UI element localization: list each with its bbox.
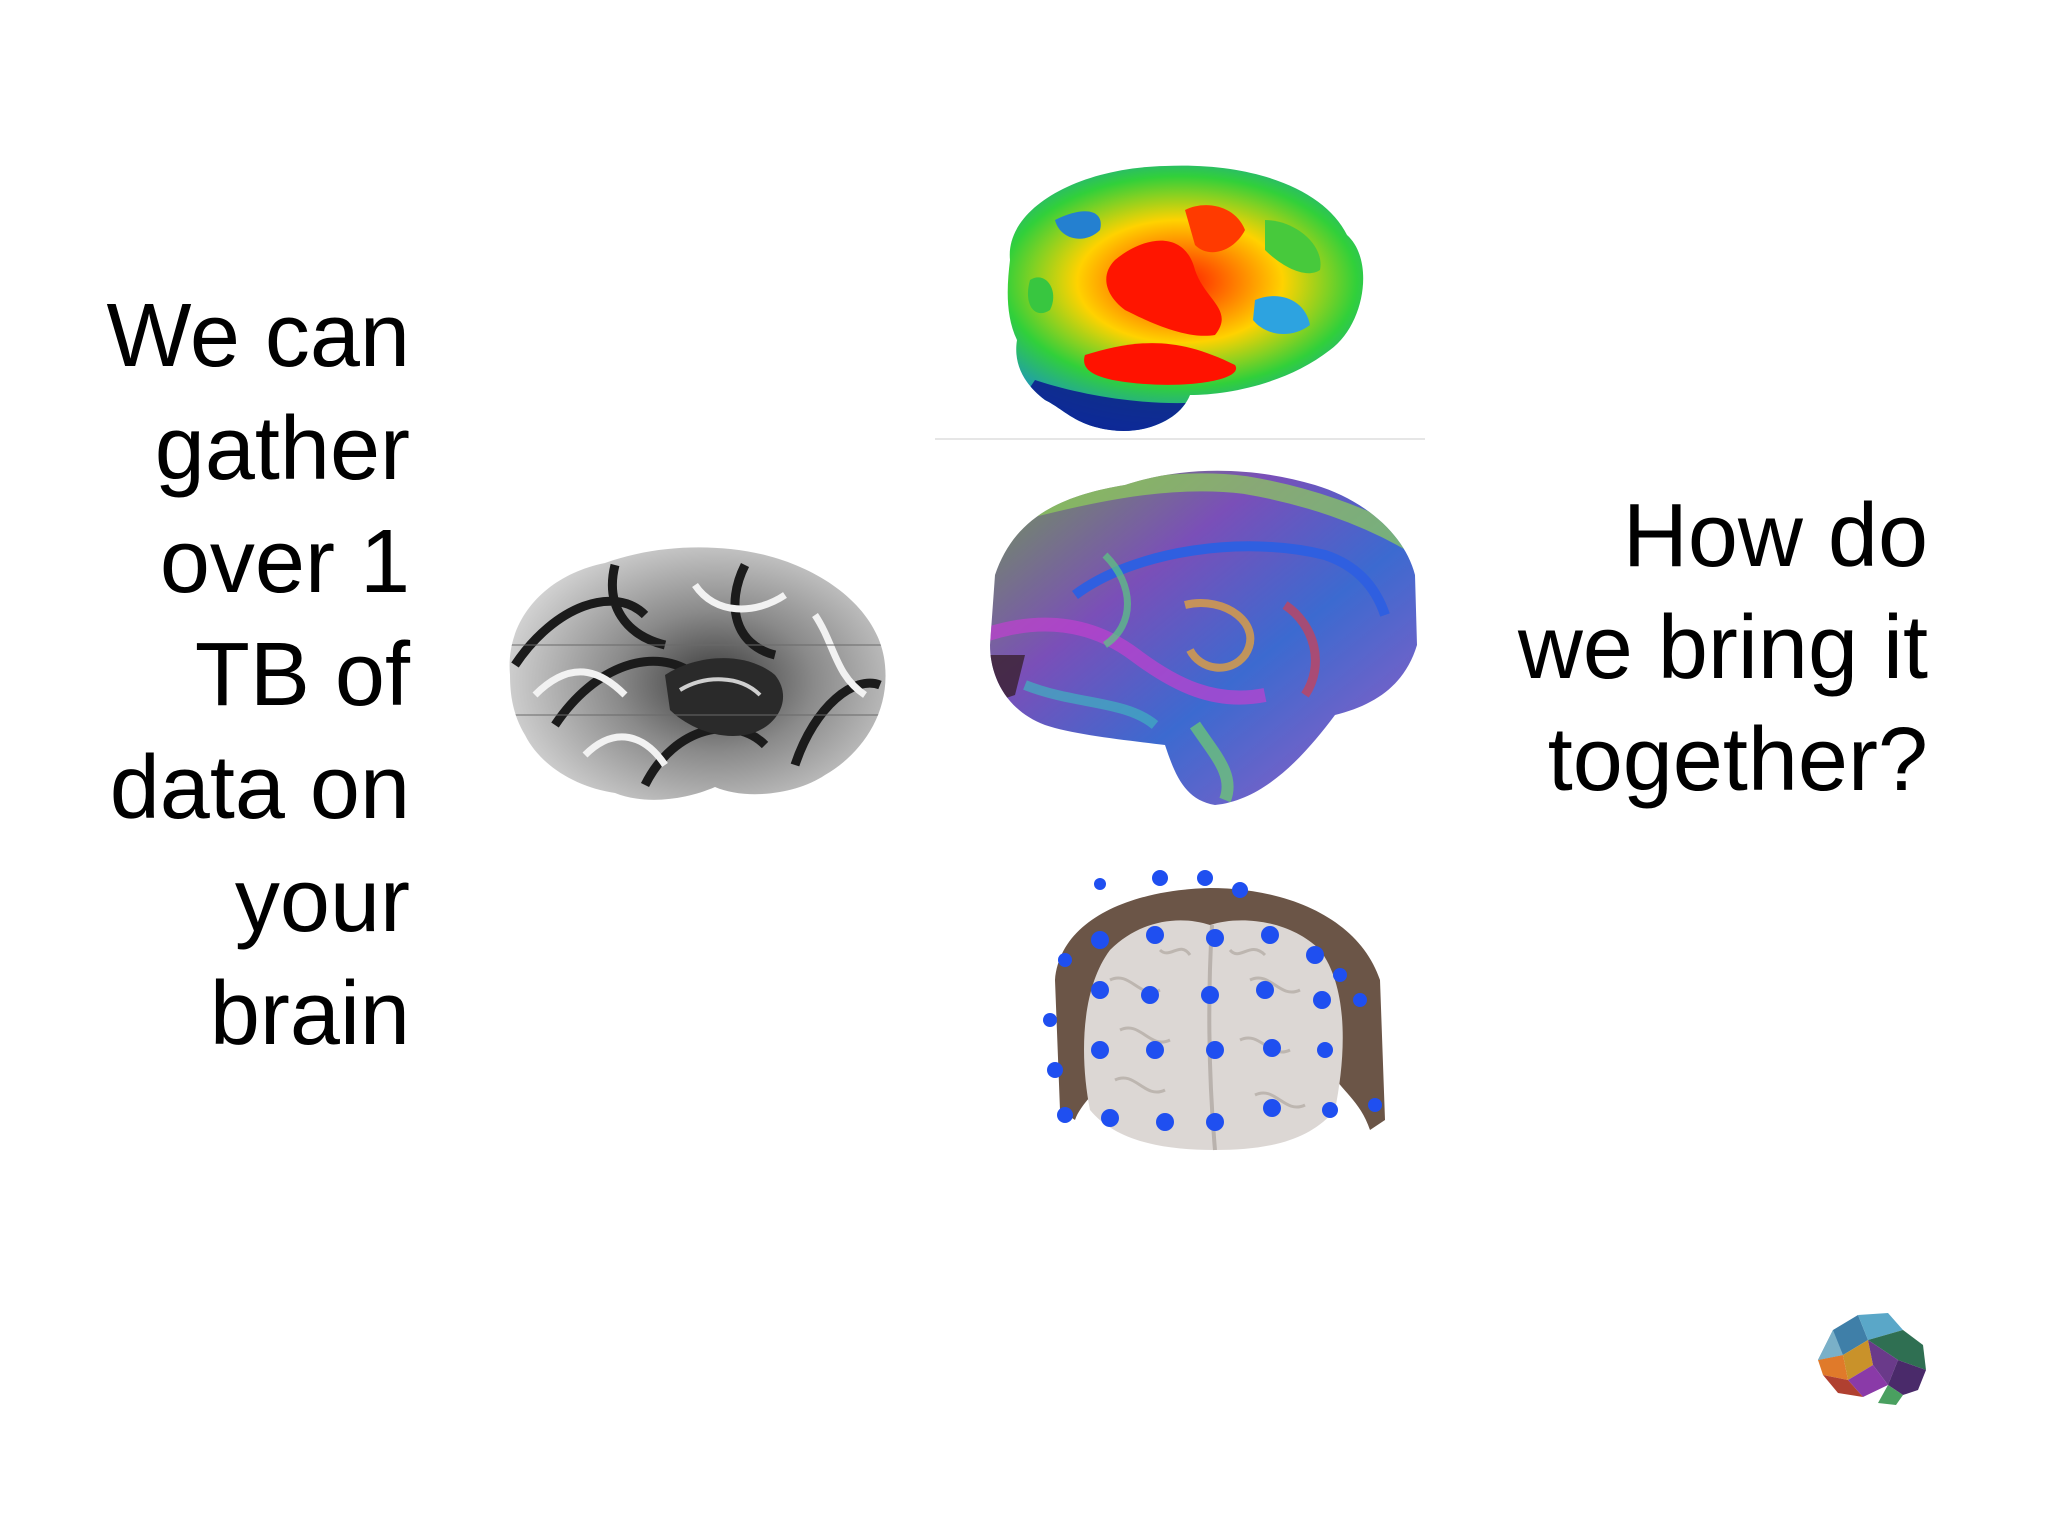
image-divider [935, 438, 1425, 440]
left-line-1: We can [106, 286, 411, 386]
left-line-7: brain [209, 964, 410, 1064]
dti-tractography-image [990, 470, 1417, 806]
left-line-4: TB of [194, 625, 410, 725]
right-line-2: we bring it [1517, 598, 1928, 698]
left-statement: We can gather over 1 TB of data on your … [60, 280, 411, 1071]
white-matter-image [509, 547, 886, 800]
left-line-5: data on [109, 738, 410, 838]
right-question: How do we bring it together? [1450, 480, 1928, 816]
left-line-3: over 1 [159, 512, 410, 612]
left-line-2: gather [154, 399, 410, 499]
right-line-1: How do [1622, 486, 1928, 586]
left-line-6: your [234, 851, 410, 951]
fmri-brain-image [1007, 165, 1364, 431]
eeg-electrode-image [1043, 870, 1385, 1151]
electrode-dots [1043, 870, 1382, 1131]
right-line-3: together? [1547, 710, 1928, 810]
brain-logo-icon [1818, 1313, 1926, 1405]
